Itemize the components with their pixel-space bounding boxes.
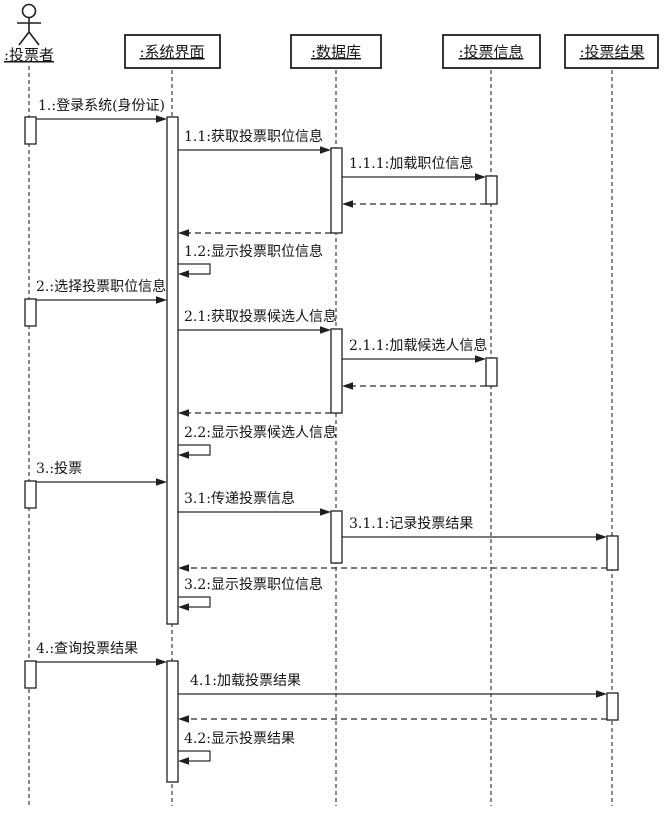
message-2-2: 2.2:显示投票候选人信息 — [178, 424, 337, 459]
message-1-1: 1.1:获取投票职位信息 — [178, 128, 331, 154]
message-2-1: 2.1:获取投票候选人信息 — [178, 308, 337, 334]
object-box — [442, 34, 541, 69]
message-3: 3.:投票 — [36, 461, 167, 486]
arrowhead-icon — [178, 229, 189, 237]
arrowhead-icon — [475, 355, 486, 363]
lifeline-head-vote-info: :投票信息 — [442, 34, 541, 69]
message-3-2: 3.2:显示投票职位信息 — [178, 576, 323, 611]
message-1: 1.:登录系统(身份证) — [36, 98, 167, 123]
self-message-line — [178, 444, 211, 456]
lifeline-head-system-ui: :系统界面 — [124, 34, 221, 69]
message-3-1-1: 3.1.1:记录投票结果 — [342, 516, 607, 541]
object-label: :投票结果 — [579, 43, 644, 61]
arrowhead-icon — [320, 508, 331, 516]
message-2-1-1: 2.1.1:加载候选人信息 — [342, 337, 487, 363]
lifeline-head-database: :数据库 — [290, 34, 382, 69]
message-label: 1.1:获取投票职位信息 — [184, 128, 323, 145]
message-label: 4.2:显示投票结果 — [184, 731, 295, 747]
arrowhead-icon — [178, 564, 189, 572]
object-box — [290, 34, 382, 69]
self-message-line — [178, 596, 211, 608]
arrowhead-icon — [156, 115, 167, 123]
activation-database — [330, 510, 343, 564]
message-label: 1.1.1:加载职位信息 — [349, 155, 473, 172]
message-label: 1.2:显示投票职位信息 — [184, 243, 323, 260]
message-label: 2.:选择投票职位信息 — [36, 278, 166, 295]
message-2: 2.:选择投票职位信息 — [36, 278, 167, 304]
message-1-1-1: 1.1.1:加载职位信息 — [342, 155, 486, 181]
message-1-2: 1.2:显示投票职位信息 — [178, 243, 323, 278]
message-label: 2.2:显示投票候选人信息 — [184, 424, 337, 441]
object-box — [124, 34, 221, 69]
message-label: 3.1:传递投票信息 — [184, 490, 295, 507]
message-label: 2.1:获取投票候选人信息 — [184, 308, 337, 325]
activation-vote-info — [485, 175, 498, 205]
message-label: 3.:投票 — [36, 461, 82, 477]
message-label: 4.1:加载投票结果 — [190, 673, 301, 689]
activation-vote-info — [485, 357, 498, 387]
lifeline-head-voter: :投票者 — [4, 3, 54, 64]
arrowhead-icon — [178, 409, 189, 417]
self-message-line — [178, 750, 211, 762]
arrowhead-icon — [342, 382, 353, 390]
message-ret-4-1 — [178, 715, 607, 723]
arrowhead-icon — [178, 757, 189, 765]
activation-vote-result — [606, 692, 619, 721]
arrowhead-icon — [320, 326, 331, 334]
arrowhead-icon — [475, 173, 486, 181]
arrowhead-icon — [178, 603, 189, 611]
arrowhead-icon — [596, 690, 607, 698]
arrowhead-icon — [178, 451, 189, 459]
activation-voter — [24, 298, 37, 327]
activation-database — [330, 328, 343, 414]
arrowhead-icon — [320, 146, 331, 154]
message-ret-2-1-1 — [342, 382, 486, 390]
message-3-1: 3.1:传递投票信息 — [178, 490, 331, 516]
arrowhead-icon — [342, 200, 353, 208]
message-4: 4.:查询投票结果 — [36, 641, 167, 666]
object-label: :系统界面 — [139, 43, 204, 61]
activation-system-ui — [166, 660, 179, 783]
message-label: 3.2:显示投票职位信息 — [184, 576, 323, 593]
message-ret-3-1-1 — [178, 564, 607, 572]
object-label: :数据库 — [311, 43, 361, 61]
arrowhead-icon — [178, 270, 189, 278]
activation-voter — [24, 480, 37, 509]
lifeline-head-vote-result: :投票结果 — [564, 34, 659, 69]
actor-label: :投票者 — [4, 46, 54, 64]
actor-head-icon — [21, 3, 37, 19]
self-message-line — [178, 263, 211, 275]
message-label: 4.:查询投票结果 — [36, 641, 138, 657]
actor-right-leg-icon — [28, 31, 40, 46]
message-ret-1-1 — [178, 229, 331, 237]
actor-left-leg-icon — [18, 31, 30, 46]
object-label: :投票信息 — [458, 43, 523, 61]
arrowhead-icon — [156, 478, 167, 486]
message-4-2: 4.2:显示投票结果 — [178, 731, 295, 765]
message-label: 3.1.1:记录投票结果 — [349, 516, 473, 532]
activation-system-ui — [166, 116, 179, 625]
activation-vote-result — [606, 535, 619, 571]
message-label: 2.1.1:加载候选人信息 — [349, 337, 487, 354]
message-ret-1-1-1 — [342, 200, 486, 208]
activation-voter — [24, 660, 37, 689]
activation-voter — [24, 116, 37, 145]
object-box — [564, 34, 659, 69]
arrowhead-icon — [596, 533, 607, 541]
arrowhead-icon — [156, 296, 167, 304]
message-label: 1.:登录系统(身份证) — [38, 98, 165, 114]
message-4-1: 4.1:加载投票结果 — [178, 673, 607, 698]
message-ret-2-1 — [178, 409, 331, 417]
activation-database — [330, 147, 343, 234]
arrowhead-icon — [156, 658, 167, 666]
arrowhead-icon — [178, 715, 189, 723]
